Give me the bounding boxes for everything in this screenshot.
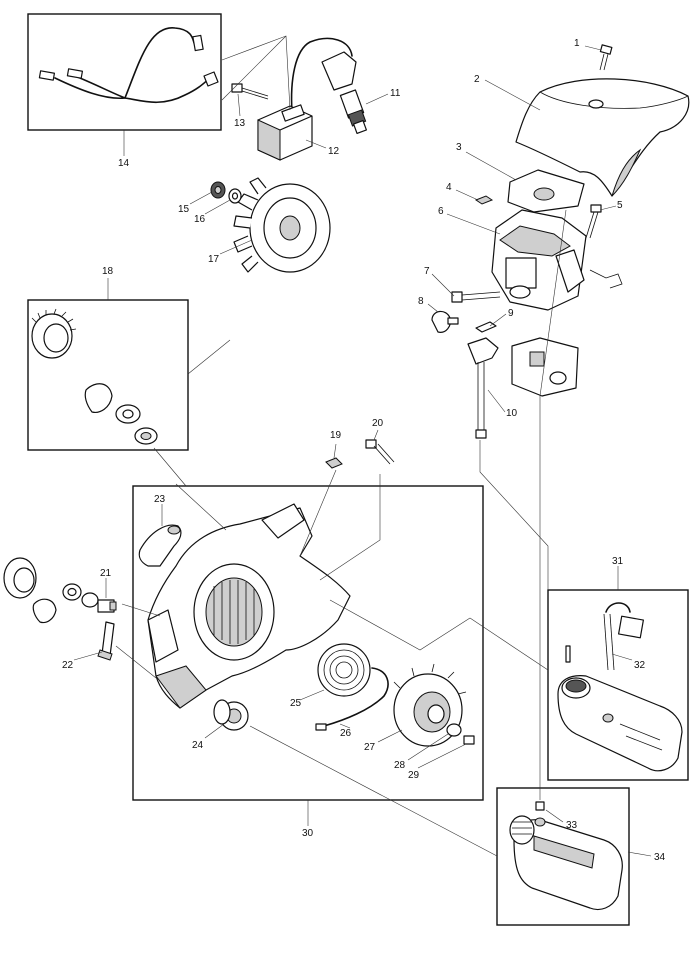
label-10: 10 <box>506 408 518 419</box>
coil-screw <box>231 83 269 100</box>
carburettor-housing <box>491 209 623 311</box>
label-20: 20 <box>372 418 384 429</box>
label-22: 22 <box>62 660 74 671</box>
oil-tank <box>557 675 683 772</box>
label-24: 24 <box>192 740 204 751</box>
label-15: 15 <box>178 204 190 215</box>
latch-22 <box>97 621 115 661</box>
label-1: 1 <box>574 38 580 49</box>
part-labels: 1 2 3 4 5 6 7 8 9 10 11 12 13 14 15 16 1… <box>62 38 666 863</box>
label-4: 4 <box>446 182 452 193</box>
flywheel-nut-washer <box>210 181 242 204</box>
fuel-pickup-hose <box>467 337 499 439</box>
label-32: 32 <box>634 660 646 671</box>
label-19: 19 <box>330 430 342 441</box>
hose-9 <box>475 321 497 333</box>
oil-pickup-32 <box>565 602 644 671</box>
rope-pulley <box>393 663 467 747</box>
screw-5 <box>585 204 602 239</box>
clip-4 <box>474 195 494 205</box>
label-26: 26 <box>340 728 352 739</box>
label-29: 29 <box>408 770 420 781</box>
label-11: 11 <box>390 88 401 99</box>
label-14: 14 <box>118 158 130 169</box>
box-ignition-wire <box>27 13 222 131</box>
recoil-spring <box>317 643 371 697</box>
washer-28 <box>446 723 462 737</box>
label-5: 5 <box>617 200 623 211</box>
starter-housing <box>147 503 351 709</box>
label-9: 9 <box>508 308 514 319</box>
label-31: 31 <box>612 556 624 567</box>
label-12: 12 <box>328 146 340 157</box>
oil-pump-adjuster <box>97 599 117 613</box>
label-23: 23 <box>154 494 166 505</box>
clip-19 <box>325 457 343 469</box>
fuel-tank <box>509 801 623 911</box>
cover-screw <box>599 44 613 71</box>
fuel-cap-detail <box>31 308 158 445</box>
box-fuel-tank <box>496 787 630 926</box>
label-7: 7 <box>424 266 430 277</box>
label-18: 18 <box>102 266 114 277</box>
bolt-20 <box>365 439 395 465</box>
label-28: 28 <box>394 760 406 771</box>
starter-rope <box>315 667 389 731</box>
label-21: 21 <box>100 568 112 579</box>
carburettor <box>511 337 579 397</box>
flywheel <box>233 177 331 273</box>
bolt-7 <box>451 291 501 303</box>
anti-vibration-buffer <box>213 699 249 731</box>
label-6: 6 <box>438 206 444 217</box>
label-2: 2 <box>474 74 480 85</box>
label-8: 8 <box>418 296 424 307</box>
label-27: 27 <box>364 742 376 753</box>
ignition-coil <box>257 37 357 161</box>
spark-plug <box>339 89 368 135</box>
label-25: 25 <box>290 698 302 709</box>
leader-lines <box>73 35 652 857</box>
label-30: 30 <box>302 828 314 839</box>
air-filter-plate <box>507 169 585 213</box>
label-34: 34 <box>654 852 666 863</box>
label-16: 16 <box>194 214 206 225</box>
label-17: 17 <box>208 254 220 265</box>
primer-8 <box>431 310 459 333</box>
label-13: 13 <box>234 118 246 129</box>
fuel-cap-outside <box>3 557 99 624</box>
screw-29 <box>463 735 475 745</box>
starter-handle <box>138 524 182 567</box>
label-33: 33 <box>566 820 578 831</box>
label-3: 3 <box>456 142 462 153</box>
top-cover <box>515 78 690 197</box>
ignition-wire-harness <box>38 27 219 104</box>
